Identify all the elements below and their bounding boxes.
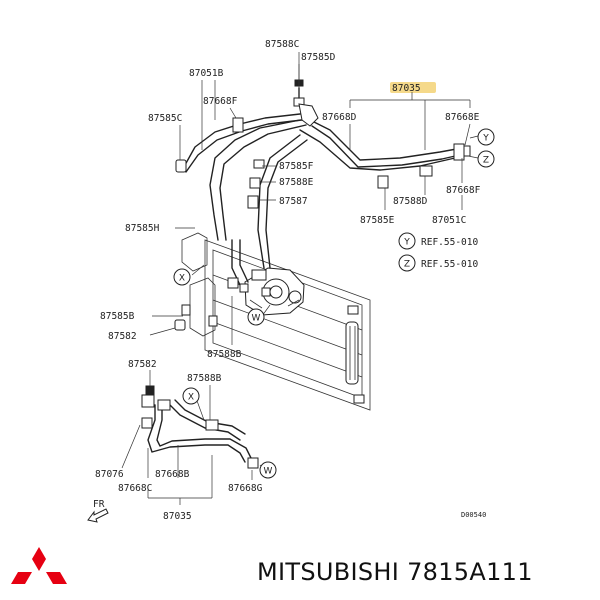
marker-y-top: Y bbox=[482, 134, 489, 144]
label-87588d: 87588D bbox=[393, 196, 428, 207]
label-87051c: 87051C bbox=[432, 215, 466, 226]
marker-w-upper: W bbox=[252, 314, 261, 324]
label-87668f-top: 87668F bbox=[203, 96, 238, 107]
label-87668e: 87668E bbox=[445, 112, 480, 123]
label-87587: 87587 bbox=[279, 196, 308, 207]
front-direction-indicator: FR bbox=[87, 499, 109, 523]
label-87588b-low: 87588B bbox=[187, 373, 222, 384]
label-87582-mid: 87582 bbox=[108, 331, 137, 342]
compressor bbox=[244, 267, 305, 316]
marker-x-upper: X bbox=[179, 274, 185, 284]
part-highlight bbox=[390, 82, 436, 93]
lower-hose-assembly bbox=[141, 385, 259, 469]
fr-arrow-icon bbox=[87, 508, 109, 523]
label-87668d: 87668D bbox=[322, 112, 357, 123]
label-87035-top: 87035 bbox=[392, 83, 421, 94]
condenser bbox=[204, 239, 371, 411]
label-87585b: 87585B bbox=[100, 311, 135, 322]
label-87035-bottom: 87035 bbox=[163, 511, 192, 522]
label-87051b: 87051B bbox=[189, 68, 224, 79]
part-labels: 87588C 87585D 87051B 87035 87668F 87585C… bbox=[95, 39, 486, 522]
label-87585d: 87585D bbox=[301, 52, 336, 63]
marker-z-ref: Z bbox=[404, 260, 410, 270]
label-87585h: 87585H bbox=[125, 223, 160, 234]
logo-diamond-right bbox=[46, 572, 67, 584]
label-87582-low: 87582 bbox=[128, 359, 157, 370]
label-87668c: 87668C bbox=[118, 483, 152, 494]
label-87585f: 87585F bbox=[279, 161, 314, 172]
marker-w-lower: W bbox=[264, 467, 273, 477]
logo-diamond-top bbox=[32, 547, 46, 571]
label-87668b: 87668B bbox=[155, 469, 190, 480]
label-87668f-right: 87668F bbox=[446, 185, 481, 196]
bracket-left bbox=[181, 232, 218, 337]
view-markers: Y Z Y Z X W X W bbox=[173, 128, 495, 479]
marker-z-top: Z bbox=[483, 156, 489, 166]
label-87588e: 87588E bbox=[279, 177, 314, 188]
mitsubishi-logo bbox=[11, 547, 67, 584]
fr-label: FR bbox=[93, 499, 105, 510]
label-87585e: 87585E bbox=[360, 215, 395, 226]
diagram-code: D00540 bbox=[461, 511, 486, 519]
marker-x-lower: X bbox=[188, 393, 194, 403]
label-87588c: 87588C bbox=[265, 39, 299, 50]
logo-diamond-left bbox=[11, 572, 32, 584]
label-87588b-mid: 87588B bbox=[207, 349, 242, 360]
label-87076: 87076 bbox=[95, 469, 124, 480]
ref-y: REF.55-010 bbox=[421, 237, 478, 248]
ref-z: REF.55-010 bbox=[421, 259, 478, 270]
marker-y-ref: Y bbox=[403, 238, 410, 248]
label-87668g: 87668G bbox=[228, 483, 263, 494]
brand-caption: MITSUBISHI 7815A111 bbox=[257, 558, 533, 586]
label-87585c: 87585C bbox=[148, 113, 182, 124]
